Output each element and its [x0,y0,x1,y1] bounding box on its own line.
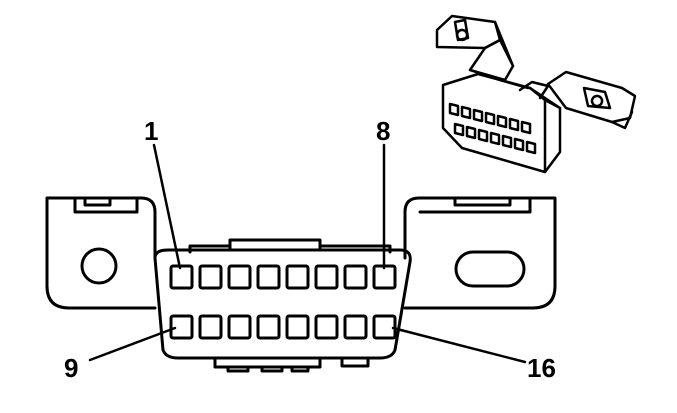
right-mounting-slot [454,250,526,288]
pin-10 [198,314,223,340]
pin-3 [227,264,252,290]
pin-16 [372,314,397,340]
label-pin-16: 16 [527,353,556,383]
right-mounting-ear [403,196,557,310]
pin-15 [343,314,368,340]
connector-isometric-view [435,14,637,174]
pin-11 [227,314,252,340]
left-mounting-ear [45,196,157,310]
pin-2 [198,264,223,290]
pin-9 [169,314,194,340]
pin-14 [314,314,339,340]
pin-7 [343,264,368,290]
pin-12 [256,314,281,340]
left-mounting-hole [80,247,118,285]
pin-4 [256,264,281,290]
bottom-pin-row [169,314,397,340]
label-pin-9: 9 [64,353,78,383]
pin-1 [169,264,194,290]
top-pin-row [169,264,397,290]
label-pin-1: 1 [144,116,158,146]
leader-line-pin-1 [152,143,182,270]
pin-8 [372,264,397,290]
pin-6 [314,264,339,290]
connector-shell [153,248,412,360]
connector-front-view [45,143,557,373]
pin-13 [285,314,310,340]
leader-line-pin-16 [391,326,527,364]
pin-5 [285,264,310,290]
leader-line-pin-9 [88,326,177,362]
label-pin-8: 8 [376,116,390,146]
